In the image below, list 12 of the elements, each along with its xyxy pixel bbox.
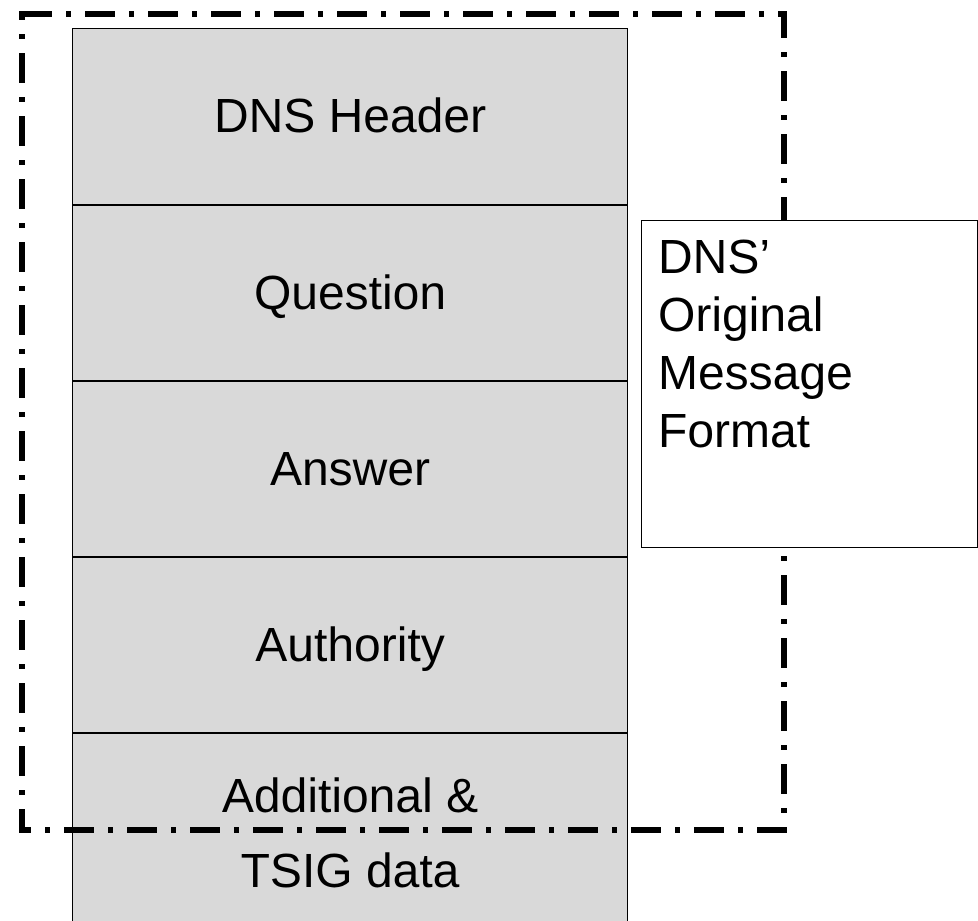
message-section-box <box>72 381 628 557</box>
section-label: Question <box>254 266 446 322</box>
message-section-box <box>72 557 628 733</box>
section-label: Answer <box>270 442 430 498</box>
callout-box <box>641 220 978 548</box>
section-label: Additional & TSIG data <box>220 769 480 900</box>
message-section-box <box>72 205 628 381</box>
section-label: Authority <box>255 618 445 674</box>
message-section-box <box>72 733 628 921</box>
section-label: DNS Header <box>214 89 486 145</box>
message-section-box <box>72 28 628 205</box>
callout-text: DNS’ Original Message Format <box>658 230 854 460</box>
